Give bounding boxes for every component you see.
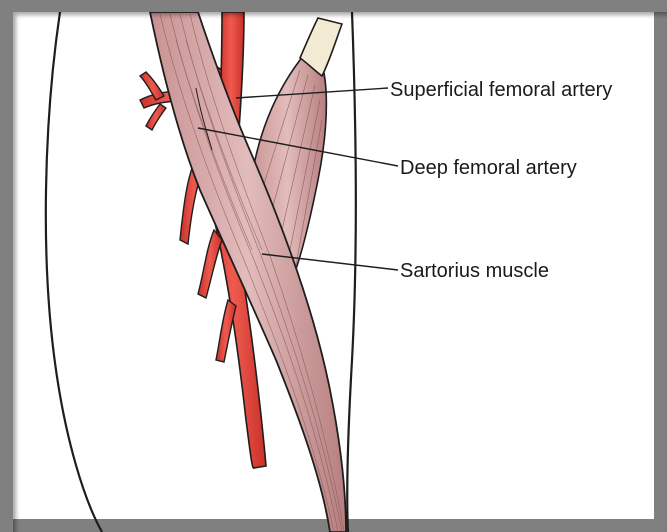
label-deep-femoral-artery: Deep femoral artery [400,157,577,179]
label-sartorius-muscle: Sartorius muscle [400,260,549,282]
label-superficial-femoral-artery: Superficial femoral artery [390,79,612,101]
thigh-outline-left [46,12,102,532]
